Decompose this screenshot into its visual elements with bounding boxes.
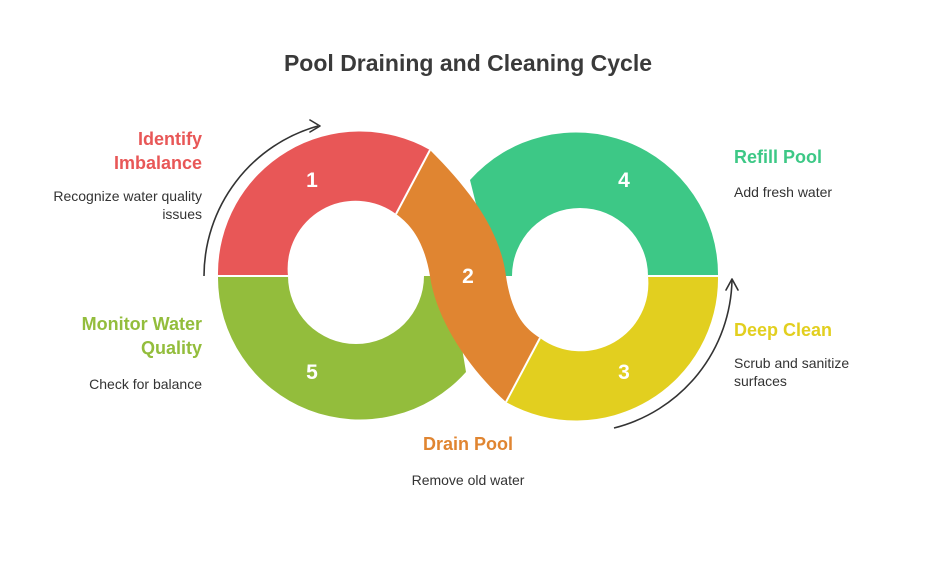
step-2-number: 2 xyxy=(462,265,474,288)
step-3-description: Scrub and sanitize surfaces xyxy=(734,354,924,390)
step-5-description: Check for balance xyxy=(89,376,202,392)
step-3-description-line: Scrub and sanitize xyxy=(734,355,850,371)
separator xyxy=(505,337,541,403)
step-2-title: Drain Pool xyxy=(422,434,513,454)
step-1-title: Identify Imbalance xyxy=(60,127,202,175)
step-1-number: 1 xyxy=(306,169,318,192)
cycle-arrow-icon-left xyxy=(203,119,321,277)
segment-5 xyxy=(217,276,466,420)
step-4-number: 4 xyxy=(618,169,630,192)
separator xyxy=(395,149,431,215)
step-1-description-line: Recognize water quality xyxy=(53,188,202,204)
segment-3 xyxy=(506,276,719,421)
step-4-title: Refill Pool xyxy=(734,147,823,167)
step-1-title-line: Imbalance xyxy=(113,153,202,173)
segment-1 xyxy=(217,131,430,276)
step-5-title: Monitor Water Quality xyxy=(40,312,202,360)
step-5-title-line: Quality xyxy=(140,338,202,358)
step-3-description-line: surfaces xyxy=(734,373,787,389)
step-3-number: 3 xyxy=(618,361,630,384)
step-1-title-line: Identify xyxy=(137,129,202,149)
step-5-number: 5 xyxy=(306,361,318,384)
segment-4 xyxy=(470,132,719,276)
step-1-description-line: issues xyxy=(162,206,202,222)
segment-2 xyxy=(396,150,540,402)
step-1-description: Recognize water quality issues xyxy=(20,187,202,223)
step-3-title: Deep Clean xyxy=(734,320,833,340)
step-2-description: Remove old water xyxy=(411,472,525,488)
cycle-arrow-icon-right xyxy=(613,278,739,429)
step-4-description: Add fresh water xyxy=(734,184,833,200)
step-5-title-line: Monitor Water xyxy=(81,314,202,334)
page-title: Pool Draining and Cleaning Cycle xyxy=(283,50,653,76)
